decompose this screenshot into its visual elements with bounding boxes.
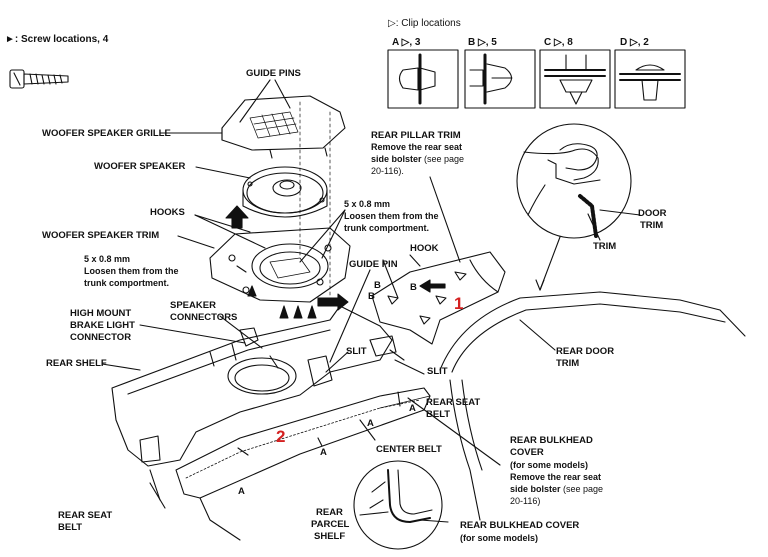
parcel-shelf-label-2: PARCEL <box>311 519 350 530</box>
hook-label: HOOK <box>410 243 439 254</box>
high-mount-label-2: BRAKE LIGHT <box>70 320 135 331</box>
high-mount-label-3: CONNECTOR <box>70 332 132 343</box>
slit-label-2: SLIT <box>427 366 448 377</box>
clip-a-label: A ▷, 3 <box>392 37 421 48</box>
bolt-left-note-2: trunk comportment. <box>84 278 170 288</box>
rear-seat-belt-right-label-2: BELT <box>426 409 451 420</box>
clip-a-icon <box>387 49 459 109</box>
high-mount-label-1: HIGH MOUNT <box>70 308 132 319</box>
rear-seat-belt-right-label-1: REAR SEAT <box>426 397 481 408</box>
clip-locations-legend: ▷: Clip locations <box>388 18 461 29</box>
bolt-right-note-2: trunk comportment. <box>344 223 430 233</box>
woofer-speaker-shape <box>242 166 328 218</box>
rear-pillar-note-2-bold: side bolster <box>371 154 422 164</box>
guide-pin-label: GUIDE PIN <box>349 259 398 270</box>
rear-door-trim-label-1: REAR DOOR <box>556 346 615 357</box>
clip-b-label: B ▷, 5 <box>468 37 497 48</box>
step-number-2: 2 <box>276 427 286 446</box>
speaker-connectors-label-2: CONNECTORS <box>170 312 238 323</box>
rear-pillar-note-2: side bolster (see page <box>371 154 464 165</box>
bulkhead-note-1: (for some models) <box>510 460 589 470</box>
bulkhead-cover-label-2: (for some models) <box>460 533 539 543</box>
screw-locations-legend: ►: Screw locations, 4 <box>5 34 109 45</box>
bulkhead-note-3-bold: side bolster <box>510 484 561 494</box>
parcel-shelf-label-3: SHELF <box>314 531 346 542</box>
leader <box>239 79 271 123</box>
detail-circle-top <box>516 123 632 239</box>
door-trim-label-1: DOOR <box>638 208 667 219</box>
rear-pillar-trim-shape <box>371 251 506 345</box>
clip-a-marker: A <box>238 486 245 497</box>
clip-b-marker: B <box>368 291 375 302</box>
clip-c-label: C ▷, 8 <box>544 37 573 48</box>
bolt-left-note-1: Loosen them from the <box>84 266 179 276</box>
center-belt-label: CENTER BELT <box>376 444 442 455</box>
woofer-speaker-label: WOOFER SPEAKER <box>94 161 186 172</box>
parcel-shelf-label-1: REAR <box>316 507 343 518</box>
clip-a-marker: A <box>367 418 374 429</box>
rear-pillar-note-1: Remove the rear seat <box>371 142 463 152</box>
rear-shelf-shape <box>111 305 397 501</box>
screw-icon <box>9 69 69 89</box>
bulkhead-note-3: side bolster (see page <box>510 484 603 495</box>
bolt-right-spec: 5 x 0.8 mm <box>344 199 391 209</box>
bolt-left-spec: 5 x 0.8 mm <box>84 254 131 264</box>
rear-pillar-note-3: 20-116). <box>371 166 404 176</box>
clip-c-icon <box>539 49 611 109</box>
step-number-1: 1 <box>454 294 464 313</box>
bulkhead-label-1: REAR BULKHEAD <box>510 435 593 446</box>
guide-pins-label: GUIDE PINS <box>246 68 301 79</box>
clip-b-icon <box>464 49 536 109</box>
rear-bulkhead-cover-shape <box>175 387 431 541</box>
bulkhead-note-4: 20-116) <box>510 496 541 506</box>
bulkhead-cover-label-1: REAR BULKHEAD COVER <box>460 520 580 531</box>
rear-shelf-label: REAR SHELF <box>46 358 107 369</box>
rear-door-trim-shape <box>439 291 746 521</box>
woofer-grille-label: WOOFER SPEAKER GRILLE <box>42 128 171 139</box>
bulkhead-note-2: Remove the rear seat <box>510 472 602 482</box>
rear-pillar-trim-label: REAR PILLAR TRIM <box>371 130 461 141</box>
rear-pillar-note-2-rest: (see page <box>421 154 465 164</box>
rear-door-trim-label-2: TRIM <box>556 358 580 369</box>
speaker-connectors-label-1: SPEAKER <box>170 300 216 311</box>
bulkhead-label-2: COVER <box>510 447 544 458</box>
clip-d-label: D ▷, 2 <box>620 37 649 48</box>
clip-a-marker: A <box>320 447 327 458</box>
clip-a-marker: A <box>409 403 416 414</box>
clip-b-marker: B <box>410 282 417 293</box>
bulkhead-note-3-rest: (see page <box>560 484 604 494</box>
slit-label-1: SLIT <box>346 346 367 357</box>
rear-seat-belt-left-label-2: BELT <box>58 522 83 533</box>
woofer-trim-label: WOOFER SPEAKER TRIM <box>42 230 160 241</box>
bolt-right-note-1: Loosen them from the <box>344 211 439 221</box>
hooks-label: HOOKS <box>150 207 185 218</box>
rear-seat-belt-left-label-1: REAR SEAT <box>58 510 113 521</box>
detail-circle-bottom <box>353 460 443 550</box>
door-trim-label-2: TRIM <box>640 220 664 231</box>
woofer-trim-shape <box>209 227 351 303</box>
clip-d-icon <box>614 49 686 109</box>
trim-label: TRIM <box>593 241 617 252</box>
clip-b-marker: B <box>374 280 381 291</box>
woofer-grille-shape <box>221 95 346 159</box>
